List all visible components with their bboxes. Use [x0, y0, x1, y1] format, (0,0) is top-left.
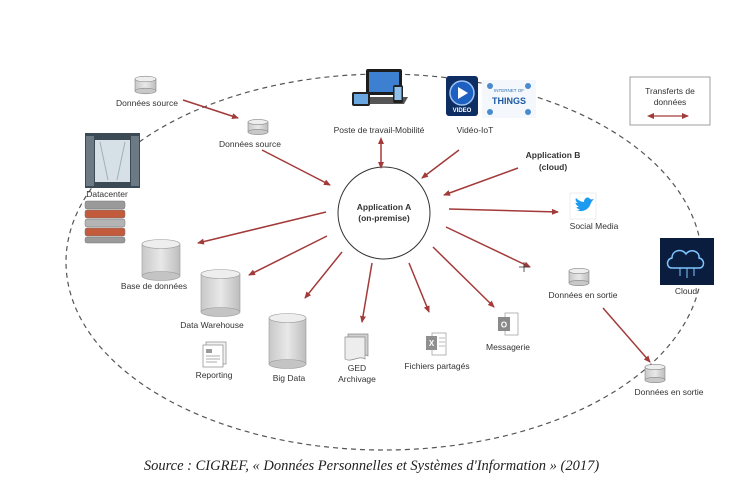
legend-line1: Transferts de: [645, 86, 695, 96]
arrow-app-to-basedonnees: [197, 211, 327, 245]
big-data-label: Big Data: [273, 373, 306, 383]
donnees-source-1-label: Données source: [116, 98, 178, 108]
arrow-source1-to-source2: [182, 99, 239, 119]
donnees-sortie-1-label: Données en sortie: [549, 290, 618, 300]
svg-text:X: X: [429, 339, 435, 348]
ged-archivage-node: GED Archivage: [338, 333, 376, 384]
poste-travail-label: Poste de travail-Mobilité: [334, 125, 425, 135]
application-a-title: Application A: [357, 202, 411, 212]
database-icon: [247, 119, 269, 135]
donnees-source-2-node: Données source: [219, 119, 281, 149]
application-b-subtitle: (cloud): [539, 162, 567, 172]
arrow-sortie-to-sortie2: [602, 307, 651, 363]
internet-of-things-icon: INTERNET OF THINGS: [482, 80, 536, 118]
archivage-label: Archivage: [338, 374, 376, 384]
cursor-crosshair-icon: [519, 262, 529, 272]
application-b-node: Application B (cloud): [526, 150, 581, 172]
database-icon: [268, 313, 307, 369]
video-iot-node: VIDEO INTERNET OF THINGS Vidéo-IoT: [446, 76, 536, 135]
data-warehouse-node: Data Warehouse: [180, 269, 244, 330]
donnees-sortie-2-label: Données en sortie: [635, 387, 704, 397]
database-icon: [644, 363, 666, 383]
ged-label: GED: [348, 363, 366, 373]
twitter-icon: [569, 192, 597, 220]
datacenter-label: Datacenter: [86, 189, 128, 199]
data-warehouse-label: Data Warehouse: [180, 320, 244, 330]
arrow-app-to-bigdata: [304, 251, 343, 299]
reporting-label: Reporting: [196, 370, 233, 380]
reporting-node: Reporting: [196, 341, 233, 380]
big-data-node: Big Data: [268, 313, 307, 383]
fichiers-partages-node: X Fichiers partagés: [404, 332, 470, 371]
social-media-node: Social Media: [569, 192, 619, 231]
donnees-sortie-1-node: Données en sortie: [549, 267, 618, 300]
data-flow-arrows: [182, 99, 651, 363]
internet-badge-label: INTERNET OF: [494, 88, 524, 93]
messagerie-label: Messagerie: [486, 342, 530, 352]
cloud-icon: [660, 238, 714, 285]
database-icon: [134, 75, 157, 95]
application-b-title: Application B: [526, 150, 581, 160]
database-icon: [200, 269, 241, 317]
arrow-app-to-sortie: [445, 226, 531, 268]
server-stack-icon: [84, 200, 126, 244]
arrow-app-to-warehouse: [248, 235, 328, 276]
poste-travail-node: Poste de travail-Mobilité: [334, 69, 425, 135]
arrow-app-to-messagerie: [432, 246, 495, 308]
database-icon: [568, 267, 590, 286]
messagerie-node: O Messagerie: [486, 312, 530, 352]
donnees-source-2-label: Données source: [219, 139, 281, 149]
arrow-app-to-social: [448, 208, 559, 215]
svg-text:O: O: [501, 321, 507, 330]
cloud-node: Cloud: [660, 238, 714, 296]
arrow-app-to-fichiers: [408, 262, 430, 313]
database-icon: [141, 239, 181, 281]
cloud-label: Cloud: [675, 286, 697, 296]
donnees-sortie-2-node: Données en sortie: [635, 363, 704, 397]
video-badge-label: VIDEO: [453, 108, 472, 114]
fichiers-partages-label: Fichiers partagés: [404, 361, 469, 371]
things-badge-label: THINGS: [492, 96, 526, 106]
datacenter-node: Datacenter: [84, 133, 140, 244]
video-iot-label: Vidéo-IoT: [457, 125, 494, 135]
legend-line2: données: [654, 97, 687, 107]
mail-icon: O: [498, 312, 519, 336]
laptop-mobile-icon: [352, 69, 408, 106]
application-a-node: Application A (on-premise): [337, 166, 431, 260]
spreadsheet-file-icon: X: [426, 332, 447, 356]
donnees-source-1-node: Données source: [116, 75, 178, 108]
base-donnees-label: Base de données: [121, 281, 187, 291]
datacenter-photo: [85, 133, 140, 188]
base-donnees-node: Base de données: [121, 239, 187, 291]
arrow-source2-to-app: [261, 149, 331, 186]
application-a-subtitle: (on-premise): [358, 213, 410, 223]
social-media-label: Social Media: [570, 221, 619, 231]
document-archive-icon: [344, 333, 369, 361]
arrow-app-to-ged: [360, 262, 373, 323]
video-icon: VIDEO: [446, 76, 478, 116]
report-icon: [202, 341, 227, 368]
arrow-appb-to-app: [443, 167, 519, 196]
arrow-video-to-app: [421, 149, 460, 179]
source-caption: Source : CIGREF, « Données Personnelles …: [143, 458, 600, 474]
legend-box: Transferts de données: [629, 76, 711, 126]
